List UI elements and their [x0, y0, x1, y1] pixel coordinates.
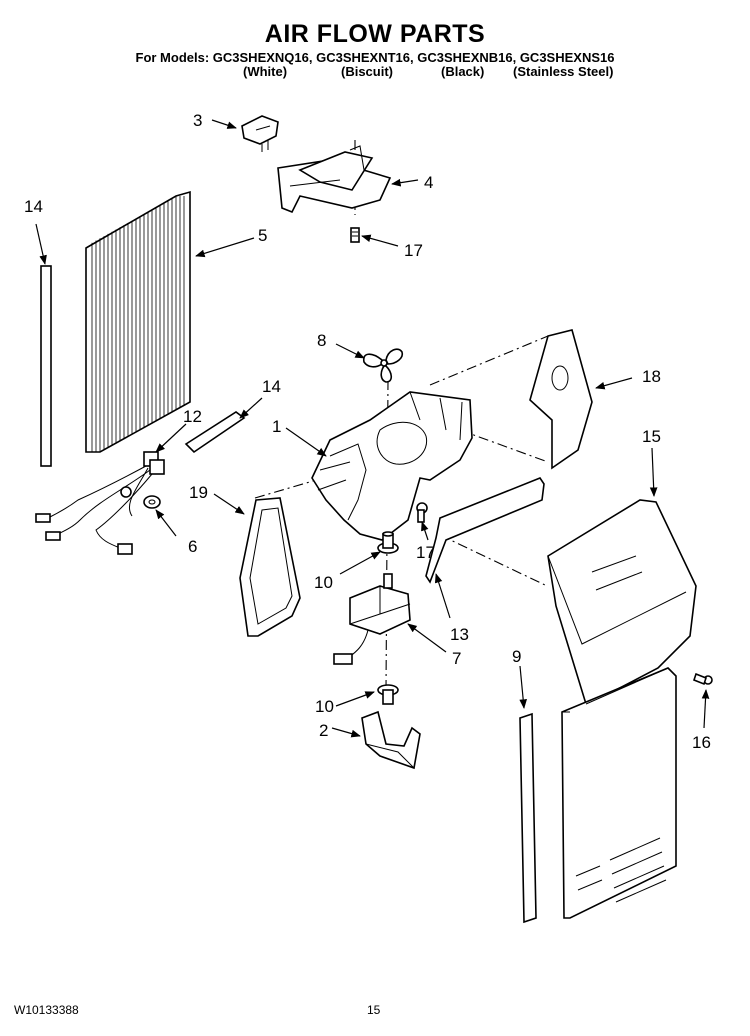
- callout-14-left: 14: [24, 197, 43, 216]
- callout-4: 4: [424, 173, 433, 192]
- part-13-gasket: [425, 477, 545, 584]
- models-line: For Models: GC3SHEXNQ16, GC3SHEXNT16, GC…: [135, 50, 615, 65]
- part-3-clip: [241, 115, 279, 152]
- leader-lines: [35, 119, 710, 738]
- callout-3: 3: [193, 111, 202, 130]
- part-14-foam-strip-left: [40, 265, 52, 467]
- part-5-evaporator-coil: [85, 190, 191, 453]
- part-7-fan-motor: [333, 573, 411, 665]
- part-18-bracket: [529, 329, 593, 470]
- part-17-screw-middle: [416, 502, 428, 523]
- finish-black: (Black): [441, 64, 485, 79]
- page-title: AIR FLOW PARTS: [264, 20, 486, 48]
- callout-10-lower: 10: [315, 697, 334, 716]
- finish-white: (White): [243, 64, 288, 79]
- callout-14-mid: 14: [262, 377, 281, 396]
- footer-page-number: 15: [367, 1003, 381, 1017]
- part-16-screw: [693, 672, 713, 686]
- callout-labels: 3 4 17 5 14 8 14 18 12 1 15 19 6 17 10 1…: [24, 111, 711, 752]
- callout-18: 18: [642, 367, 661, 386]
- callout-19: 19: [189, 483, 208, 502]
- callout-1: 1: [272, 417, 281, 436]
- finish-stainless-steel: (Stainless Steel): [513, 64, 614, 79]
- callout-13: 13: [450, 625, 469, 644]
- callout-6: 6: [188, 537, 197, 556]
- callout-8: 8: [317, 331, 326, 350]
- callout-7: 7: [452, 649, 461, 668]
- callout-12: 12: [183, 407, 202, 426]
- part-2-motor-bracket: [361, 710, 421, 770]
- part-12-wire-harness: [35, 451, 165, 555]
- callout-16: 16: [692, 733, 711, 752]
- callout-5: 5: [258, 226, 267, 245]
- part-6-grommet: [143, 495, 161, 509]
- finish-biscuit: (Biscuit): [341, 64, 393, 79]
- callout-9: 9: [512, 647, 521, 666]
- part-9-foam-strip: [519, 712, 537, 924]
- callout-17-top: 17: [404, 241, 423, 260]
- part-19-gasket-panel: [239, 497, 301, 637]
- part-10-bushing-upper: [377, 531, 399, 554]
- part-17-screw-top: [350, 227, 360, 243]
- callout-17-middle: 17: [416, 543, 435, 562]
- part-4-duct: [277, 145, 392, 214]
- part-15-evaporator-cover: [547, 499, 697, 919]
- part-8-fan-blade: [362, 348, 404, 383]
- footer-doc-number: W10133388: [14, 1003, 79, 1017]
- part-1-fan-housing: [311, 391, 473, 541]
- callout-15: 15: [642, 427, 661, 446]
- callout-10-upper: 10: [314, 573, 333, 592]
- callout-2: 2: [319, 721, 328, 740]
- part-10-bushing-lower: [377, 684, 399, 705]
